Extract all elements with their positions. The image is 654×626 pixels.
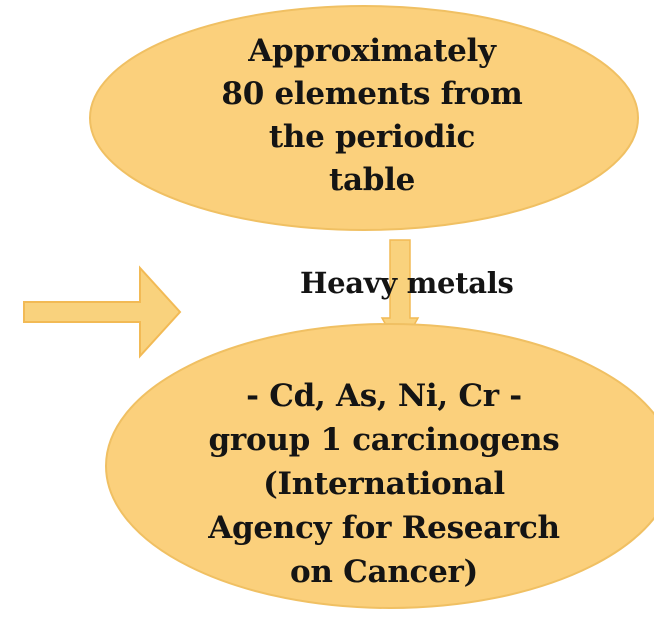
bottom-ellipse: [105, 323, 654, 609]
top-ellipse: [89, 5, 639, 231]
top-node-line: table: [328, 162, 416, 198]
connector-label: Heavy metals: [300, 266, 514, 300]
bottom-node-line: - Cd, As, Ni, Cr -: [246, 378, 522, 414]
bottom-node-line: group 1 carcinogens: [208, 422, 560, 458]
top-node-text: Approximately 80 elements from the perio…: [190, 30, 554, 202]
top-node-line: 80 elements from: [221, 76, 523, 112]
bottom-node-line: on Cancer): [290, 554, 478, 590]
bottom-node-text: - Cd, As, Ni, Cr - group 1 carcinogens (…: [184, 374, 584, 594]
top-node-line: Approximately: [248, 33, 496, 69]
bottom-node-line: Agency for Research: [208, 510, 560, 546]
right-arrow: [23, 265, 182, 359]
bottom-node-line: (International: [263, 466, 505, 502]
top-node-line: the periodic: [268, 119, 476, 155]
